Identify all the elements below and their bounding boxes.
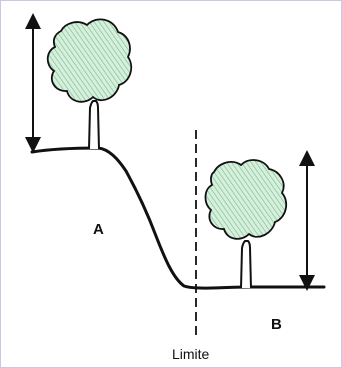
- zone-b-label: B: [271, 316, 282, 333]
- tree-left-canopy: [46, 18, 133, 103]
- zone-a-label: A: [93, 221, 104, 238]
- tree-right: [204, 159, 288, 289]
- tree-left: [46, 18, 133, 150]
- tree-right-canopy: [204, 159, 288, 240]
- limit-label: Limite: [172, 346, 210, 362]
- tree-left-trunk: [88, 100, 100, 150]
- tree-right-trunk: [240, 240, 252, 289]
